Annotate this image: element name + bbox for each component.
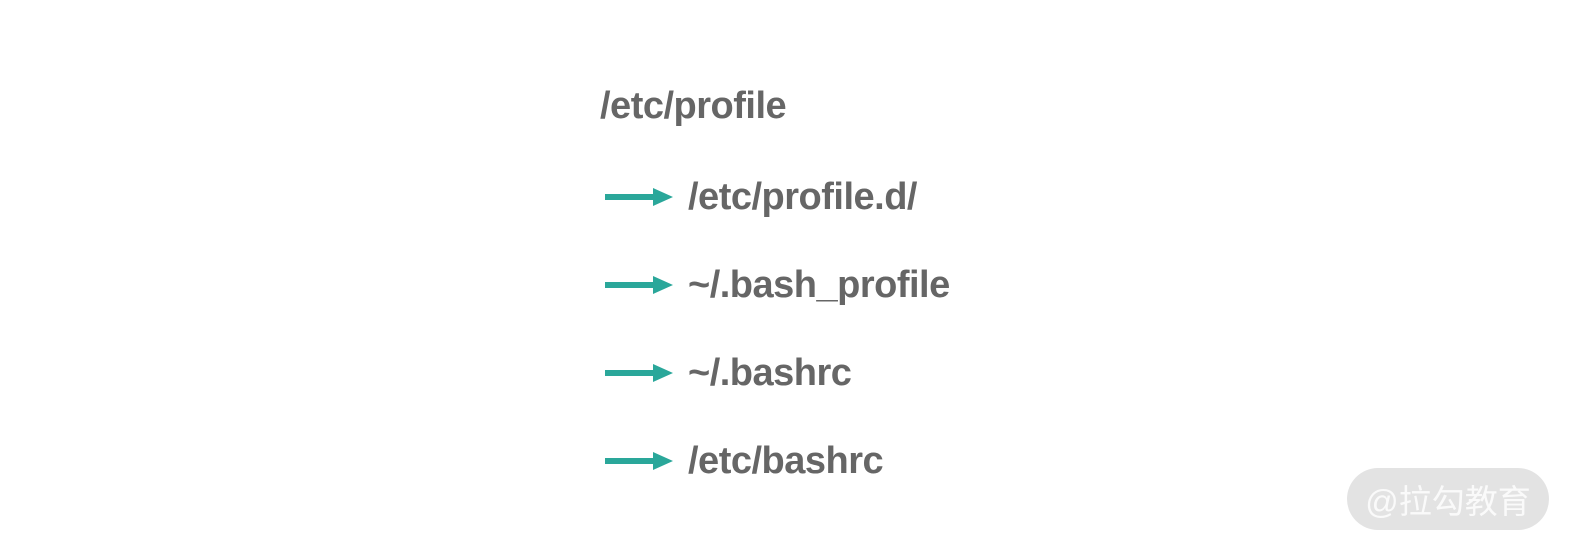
arrow-right-icon (605, 364, 673, 382)
watermark-label: @拉勾教育 (1365, 483, 1531, 520)
child-file-label: /etc/profile.d/ (688, 175, 917, 218)
child-row: ~/.bash_profile (605, 259, 950, 311)
child-file-label: ~/.bash_profile (688, 263, 950, 306)
child-row: /etc/bashrc (605, 435, 884, 487)
child-row: /etc/profile.d/ (605, 171, 917, 223)
root-file-label: /etc/profile (600, 85, 787, 127)
child-file-label: /etc/bashrc (688, 439, 884, 482)
child-file-label: ~/.bashrc (688, 351, 852, 394)
child-row: ~/.bashrc (605, 347, 852, 399)
arrow-right-icon (605, 452, 673, 470)
arrow-right-icon (605, 276, 673, 294)
watermark-badge: @拉勾教育 (1347, 468, 1549, 530)
arrow-right-icon (605, 188, 673, 206)
